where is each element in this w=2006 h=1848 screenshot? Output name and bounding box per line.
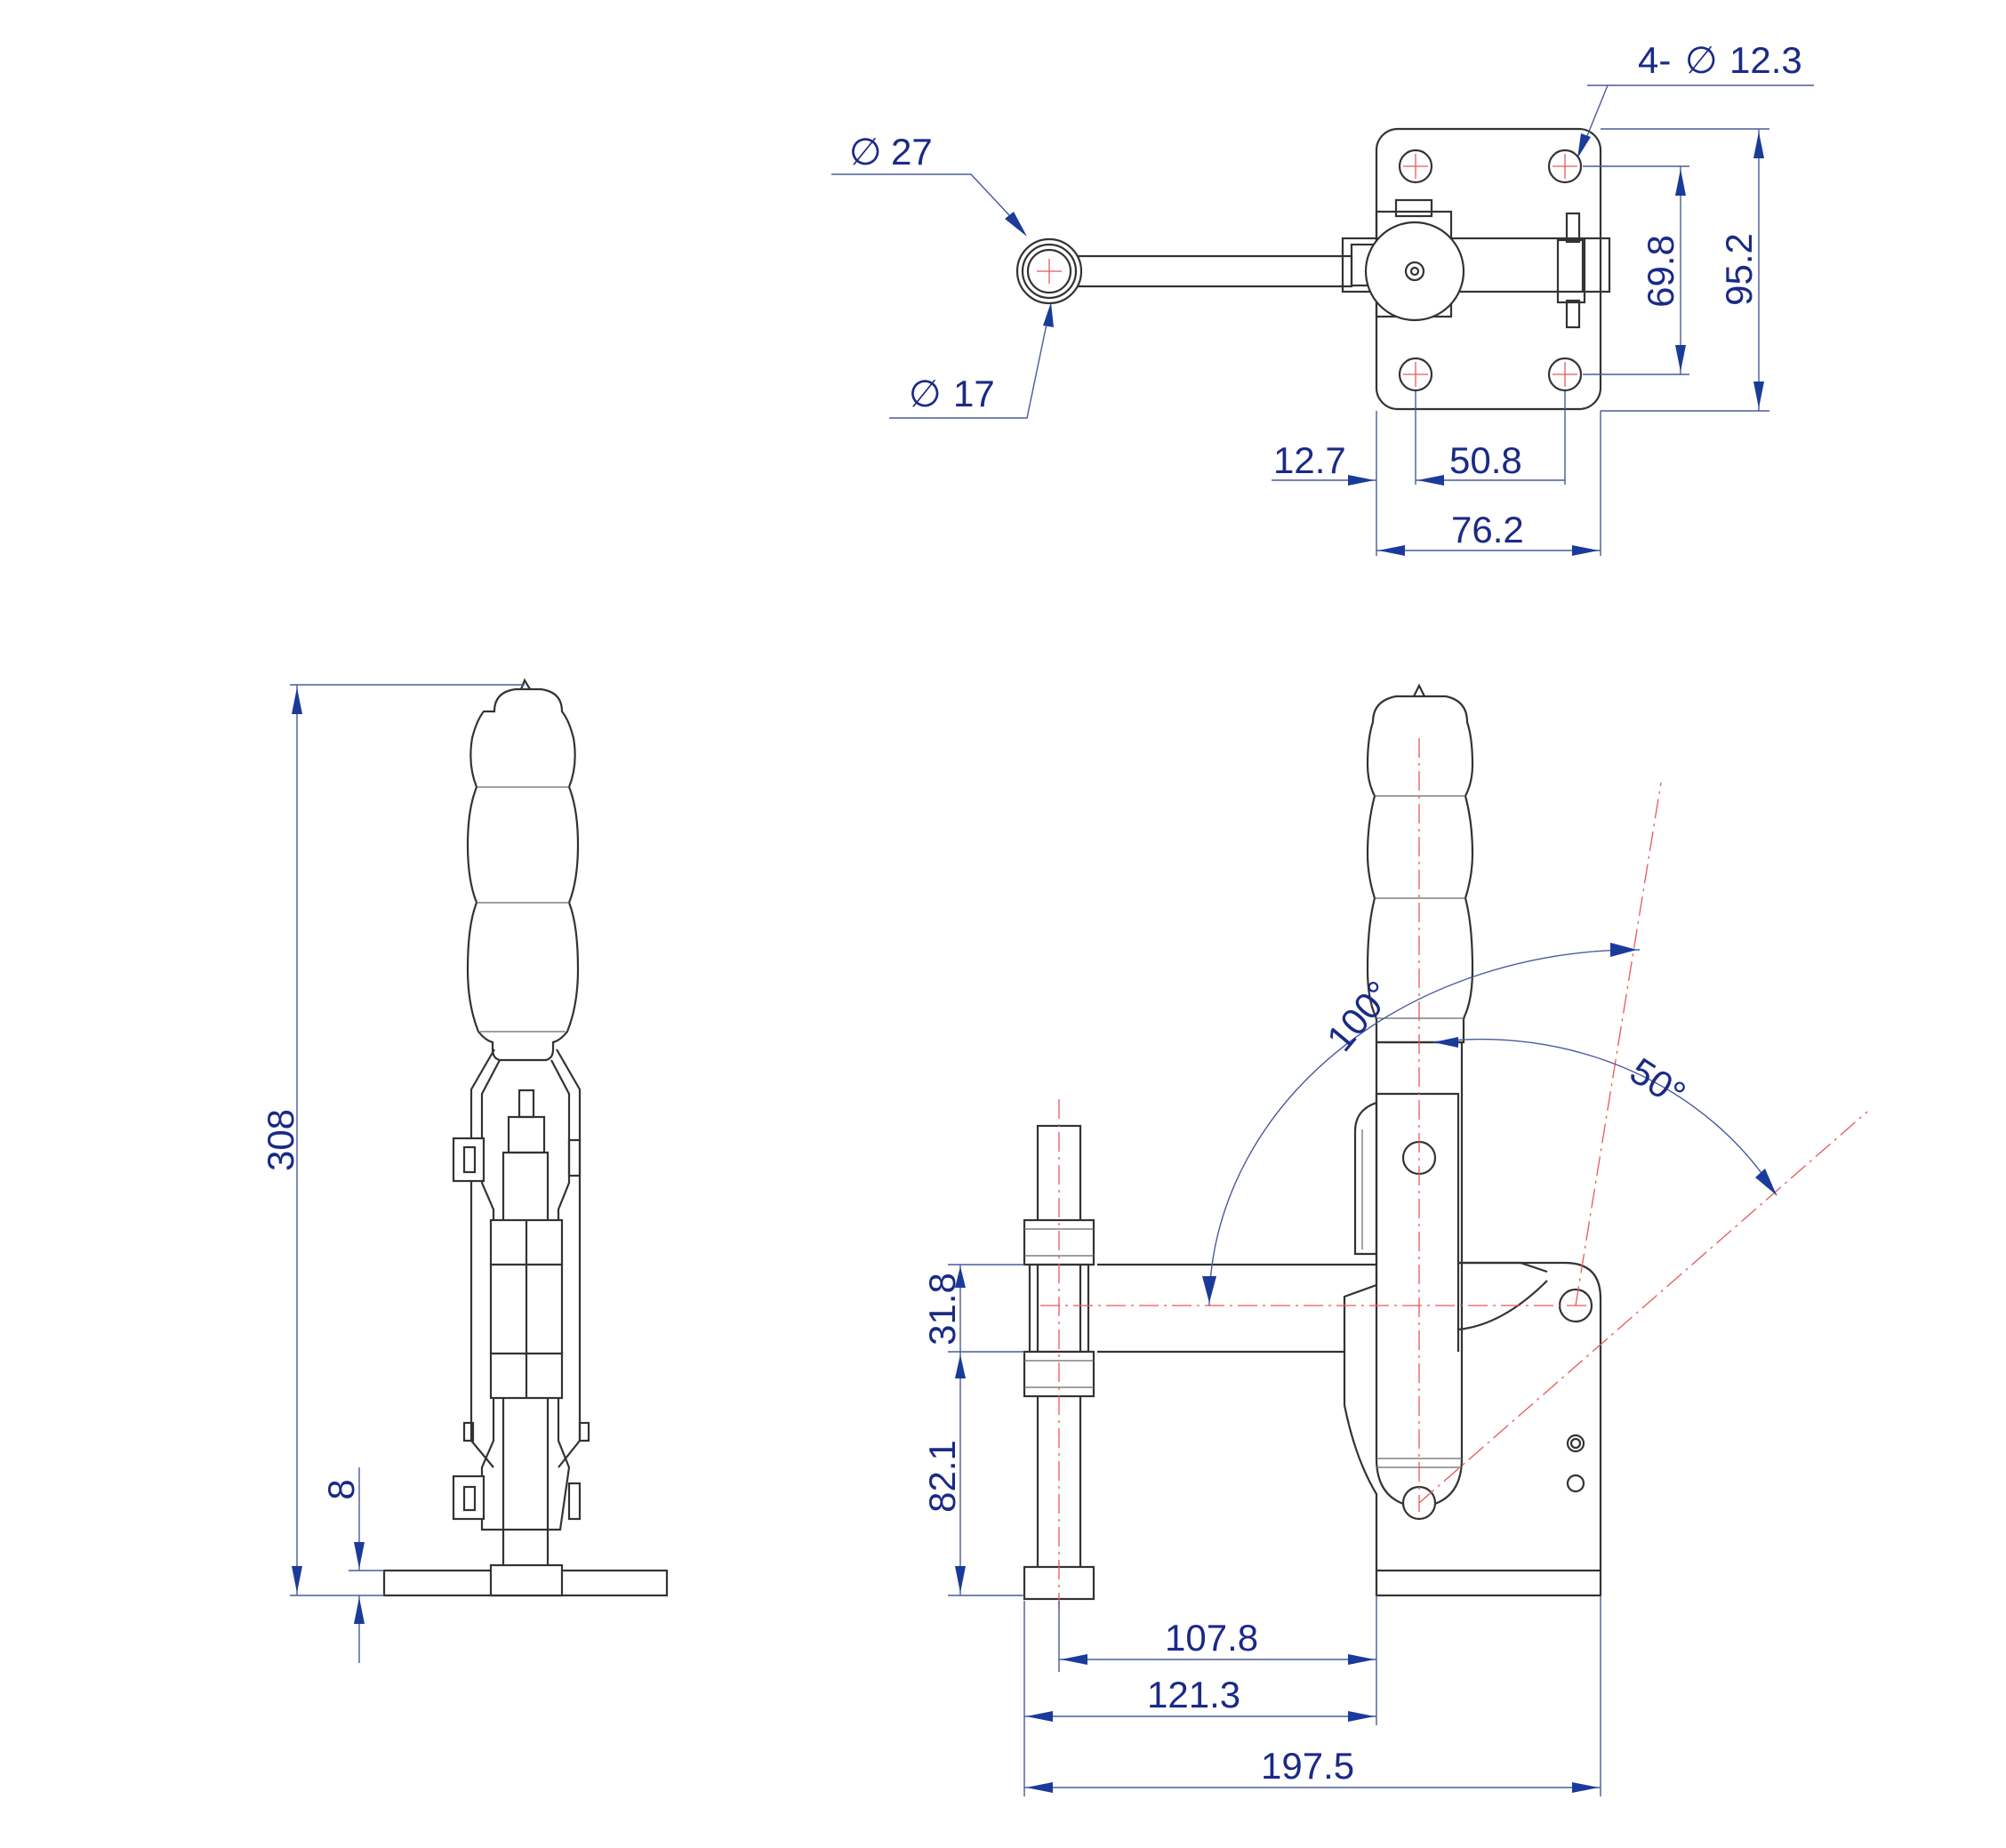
dim-spindle-inner-diameter: 17 [953,373,995,414]
base-plate-front [1375,1569,1602,1597]
arc-opening-angle [1208,949,1641,1306]
front-view: 100° 50° 31.8 82.1 107.8 121.3 197.5 [921,683,1868,1796]
handle-grip [1366,695,1474,1044]
arm-front [1097,1263,1376,1354]
top-view: ∅ 27 ∅ 17 4- ∅ 12.3 69.8 95.2 12.7 50.8 [831,38,1814,556]
dim-hole-diameter: 12.3 [1729,39,1802,81]
handle-end [466,687,580,1062]
mounting-hole [1398,149,1433,184]
spindle-top [1015,237,1083,305]
dim-hole-count: 4- [1638,39,1671,81]
dim-reach-outer: 121.3 [1147,1674,1240,1715]
dim-hole-spacing-vertical: 69.8 [1640,235,1681,308]
dim-hole-spacing-horizontal: 50.8 [1449,439,1522,481]
bolt-end [452,1137,485,1183]
diameter-symbol: ∅ [1685,38,1718,82]
dim-base-height: 95.2 [1718,233,1760,306]
dim-base-thickness: 8 [320,1479,362,1499]
dim-handle-angle: 50° [1623,1049,1693,1115]
diameter-symbol: ∅ [849,130,882,173]
clamp-body [1343,1092,1602,1571]
mounting-hole [1547,357,1583,392]
bolt-end [452,1474,485,1521]
dim-spindle-height: 82.1 [921,1440,963,1513]
dim-hole-edge-offset: 12.7 [1273,439,1346,481]
mounting-hole [1398,357,1433,392]
dim-reach-center: 107.8 [1165,1617,1258,1659]
arm-top [1067,254,1353,288]
end-view: 308 8 [260,678,669,1663]
dim-base-width: 76.2 [1451,509,1524,550]
diameter-symbol: ∅ [909,372,942,415]
dim-overall-height: 308 [260,1109,301,1171]
arc-handle-angle [1432,1038,1777,1196]
dim-spindle-outer-diameter: 27 [891,131,933,173]
pivot-top [1364,221,1465,322]
dim-overall-length: 197.5 [1261,1745,1354,1787]
mounting-hole [1547,149,1583,184]
dim-arm-height: 31.8 [921,1273,963,1346]
mounting-holes [1398,149,1583,392]
